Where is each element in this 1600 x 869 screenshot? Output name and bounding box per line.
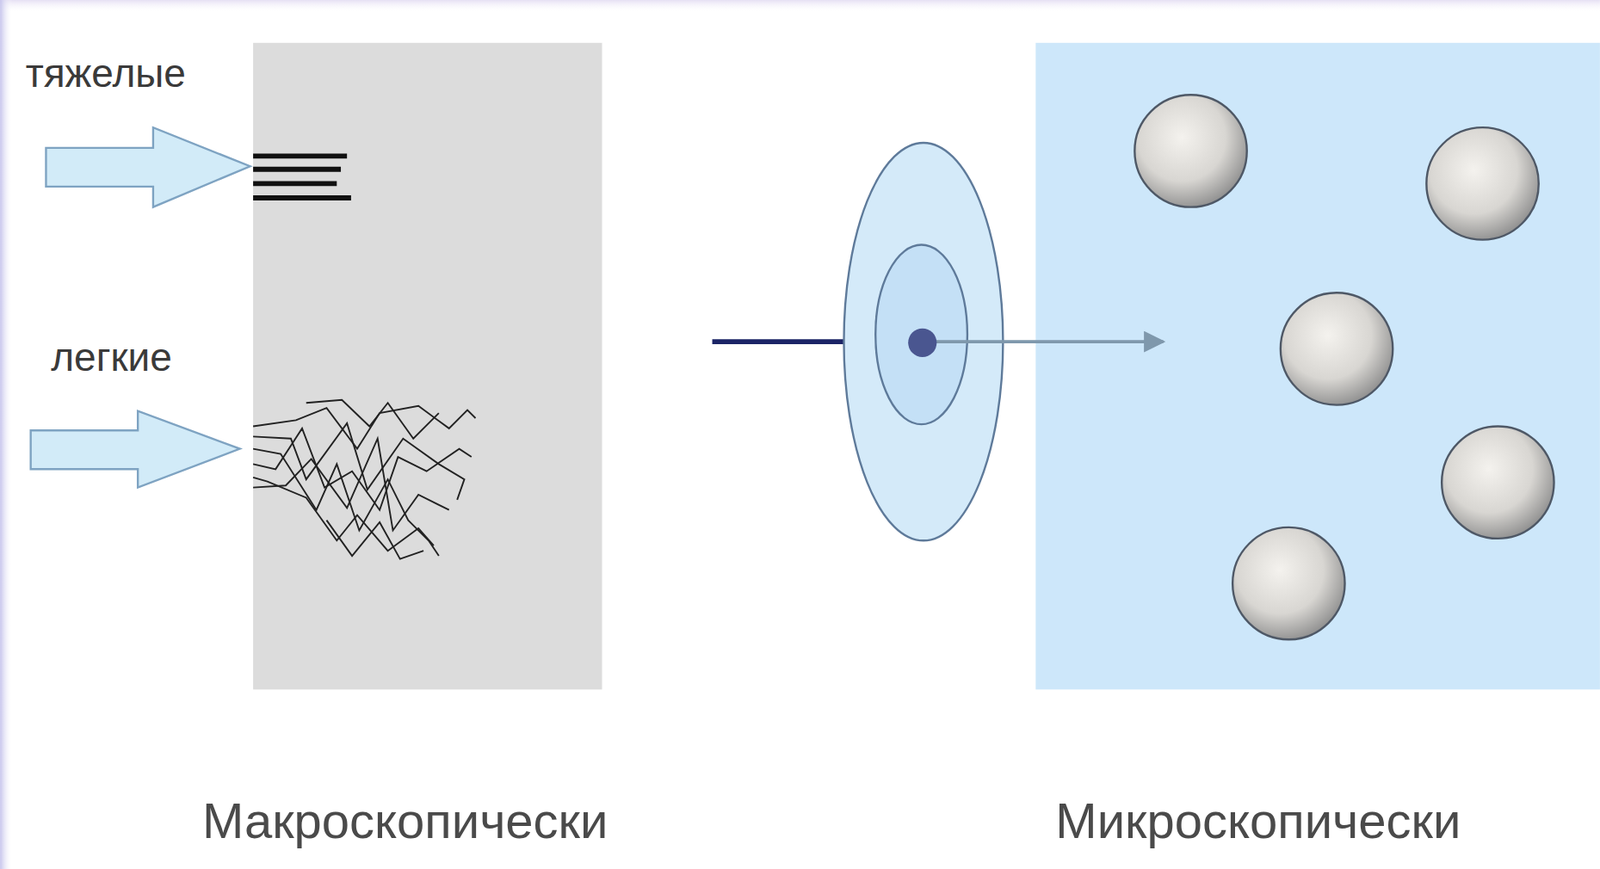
medium-region — [1035, 43, 1600, 691]
panel-caption: Микроскопически — [1055, 792, 1461, 851]
block-arrow — [30, 411, 241, 489]
field-inner — [875, 245, 968, 426]
straight-tracks — [253, 155, 352, 198]
motion-arrow — [923, 339, 1164, 344]
scattered-tracks — [253, 400, 476, 560]
particle-label: тяжелые — [25, 50, 186, 97]
panel-caption: Макроскопически — [202, 792, 608, 851]
atoms — [1134, 94, 1554, 640]
particle-track — [712, 339, 847, 345]
frame-left — [0, 0, 13, 869]
block-arrow — [45, 127, 250, 207]
matter-slab — [253, 43, 602, 691]
particle-label: легкие — [50, 334, 173, 381]
particle — [908, 328, 937, 358]
frame-top — [0, 0, 1600, 13]
